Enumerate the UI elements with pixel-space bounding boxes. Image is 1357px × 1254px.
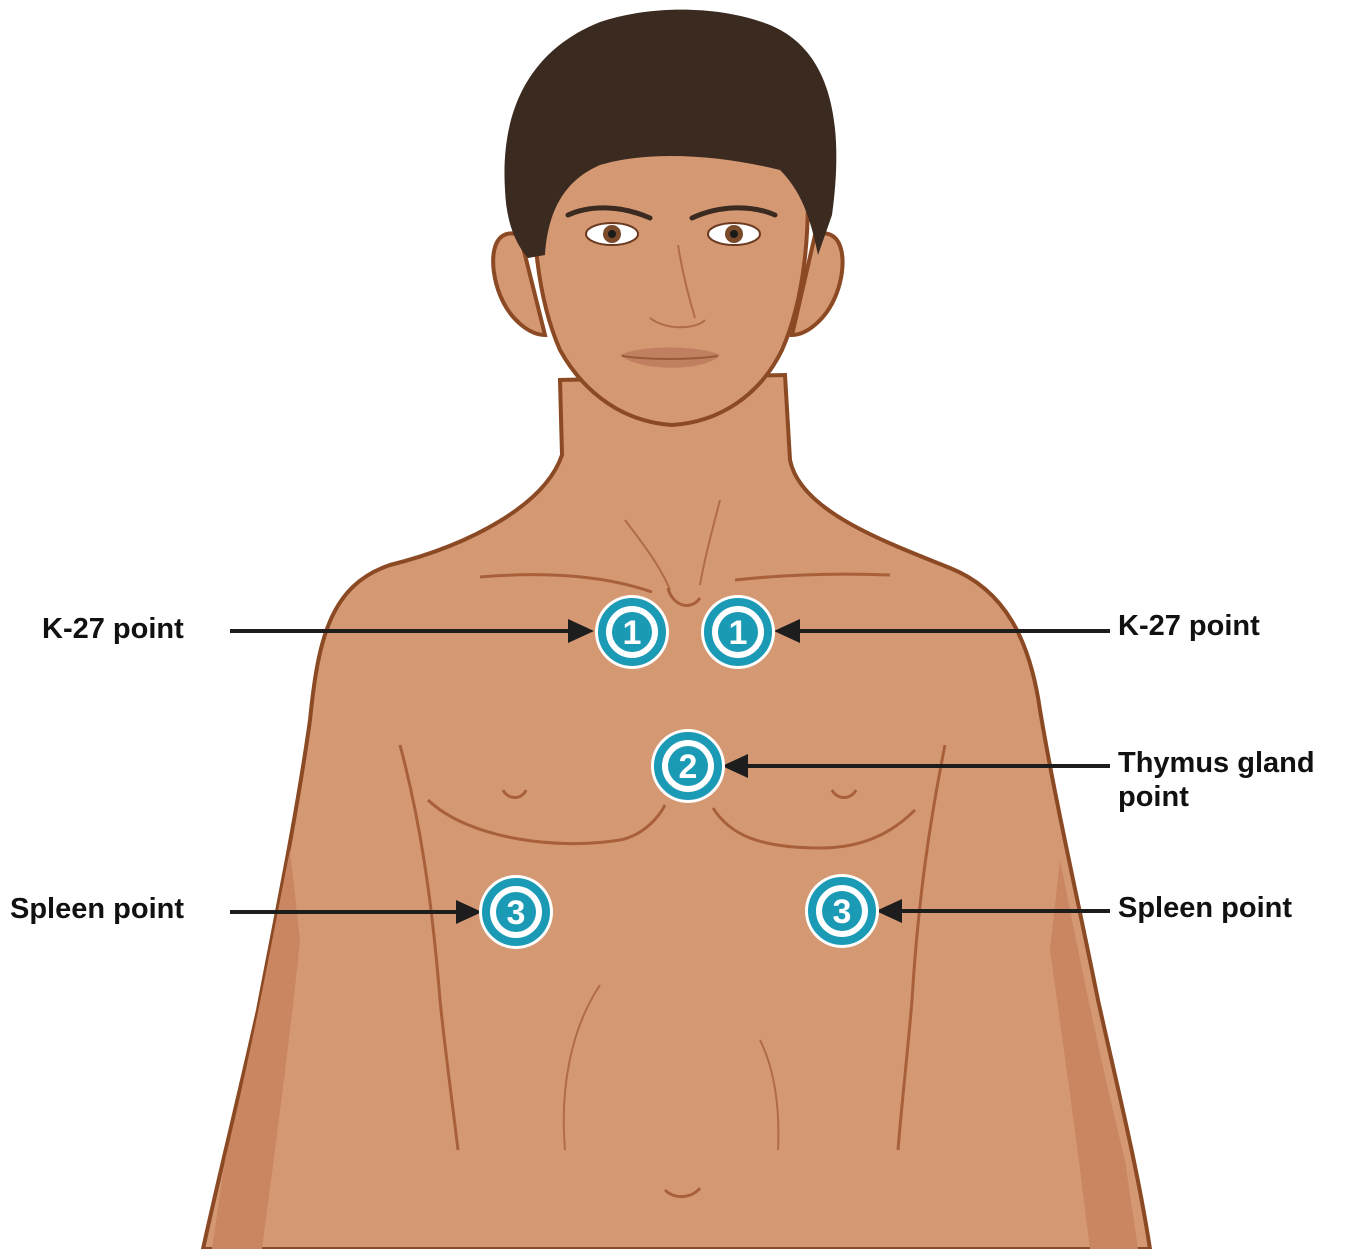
- marker-k27-left-number: 1: [623, 614, 642, 652]
- marker-spleen-right: 3: [805, 874, 879, 948]
- marker-spleen-right-number: 3: [833, 893, 852, 931]
- label-thymus-line1: Thymus gland: [1118, 746, 1315, 780]
- torso: [203, 375, 1150, 1249]
- marker-thymus-number: 2: [679, 748, 698, 786]
- label-thymus: Thymus gland point: [1118, 746, 1315, 814]
- label-spleen-left: Spleen point: [10, 892, 184, 926]
- marker-spleen-left: 3: [479, 875, 553, 949]
- marker-k27-right: 1: [701, 595, 775, 669]
- marker-k27-right-number: 1: [729, 614, 748, 652]
- label-spleen-right: Spleen point: [1118, 891, 1292, 925]
- marker-thymus: 2: [651, 729, 725, 803]
- marker-spleen-left-number: 3: [507, 894, 526, 932]
- marker-k27-left: 1: [595, 595, 669, 669]
- label-thymus-line2: point: [1118, 780, 1315, 814]
- label-k27-left: K-27 point: [42, 612, 184, 646]
- pupil-right: [730, 230, 738, 238]
- label-k27-right: K-27 point: [1118, 609, 1260, 643]
- pupil-left: [608, 230, 616, 238]
